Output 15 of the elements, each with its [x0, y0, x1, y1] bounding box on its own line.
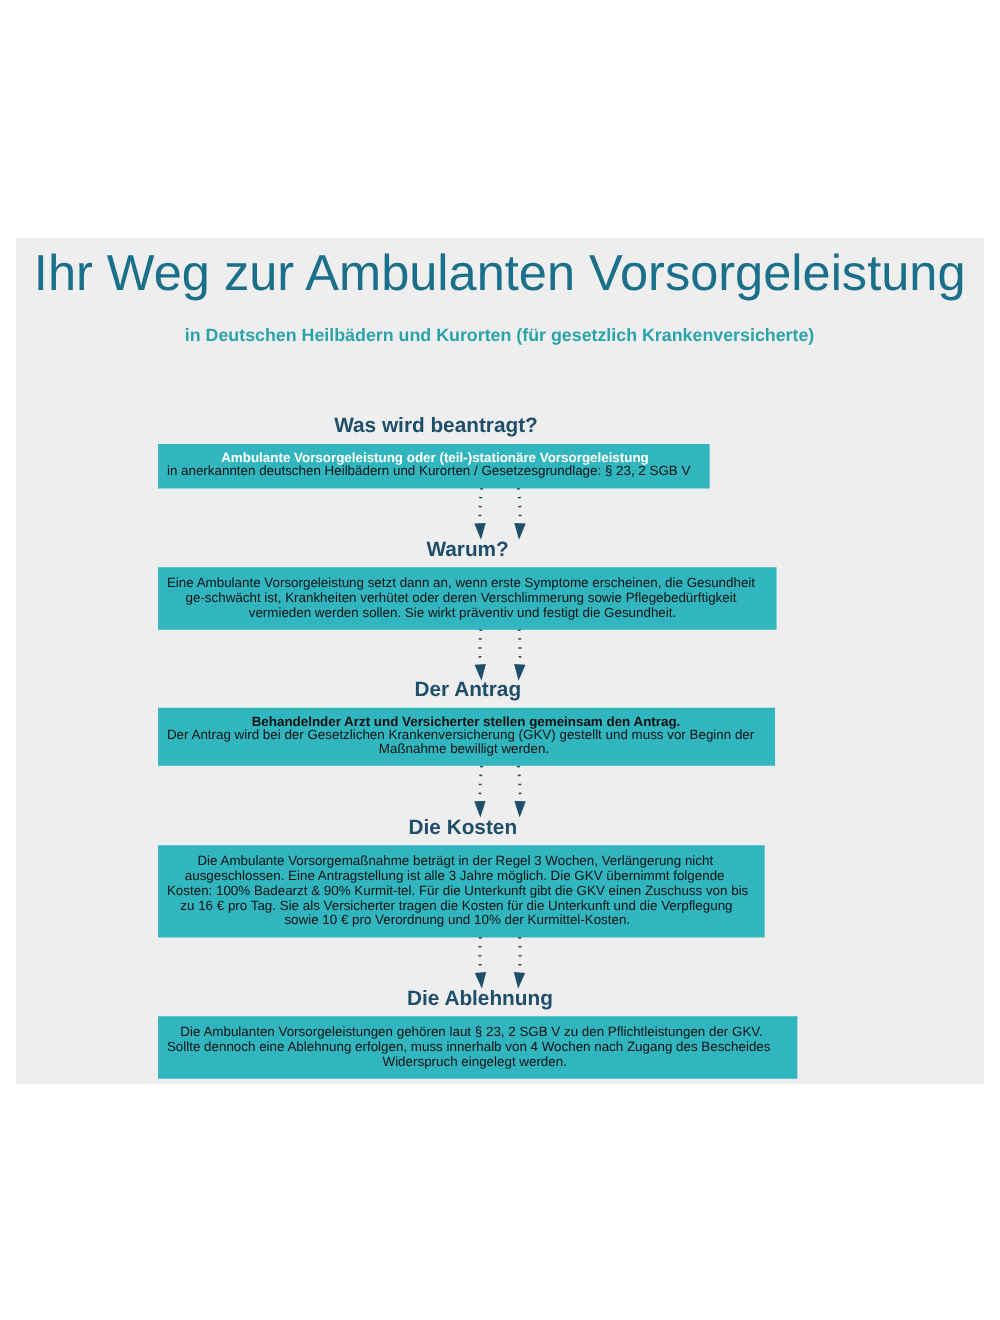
arrow: [514, 764, 526, 817]
node-label: Die Ablehnung: [407, 987, 553, 1010]
diagram-title: Ihr Weg zur Ambulanten Vorsorgeleistung: [33, 245, 966, 302]
arrow: [474, 764, 486, 817]
arrow: [474, 628, 486, 680]
arrow: [474, 486, 486, 539]
arrow: [514, 486, 526, 539]
node-label: Der Antrag: [414, 679, 522, 702]
label: in Deutschen Heilbädern und Kurorten (für gesetzlich Krankenversicherte): [184, 323, 815, 344]
node-label: Die Kosten: [408, 816, 518, 839]
node-label: Was wird beantragt?: [334, 415, 538, 438]
node-label: Warum?: [426, 538, 509, 561]
arrow: [474, 936, 487, 988]
arrow: [513, 936, 526, 988]
arrow: [514, 628, 526, 680]
